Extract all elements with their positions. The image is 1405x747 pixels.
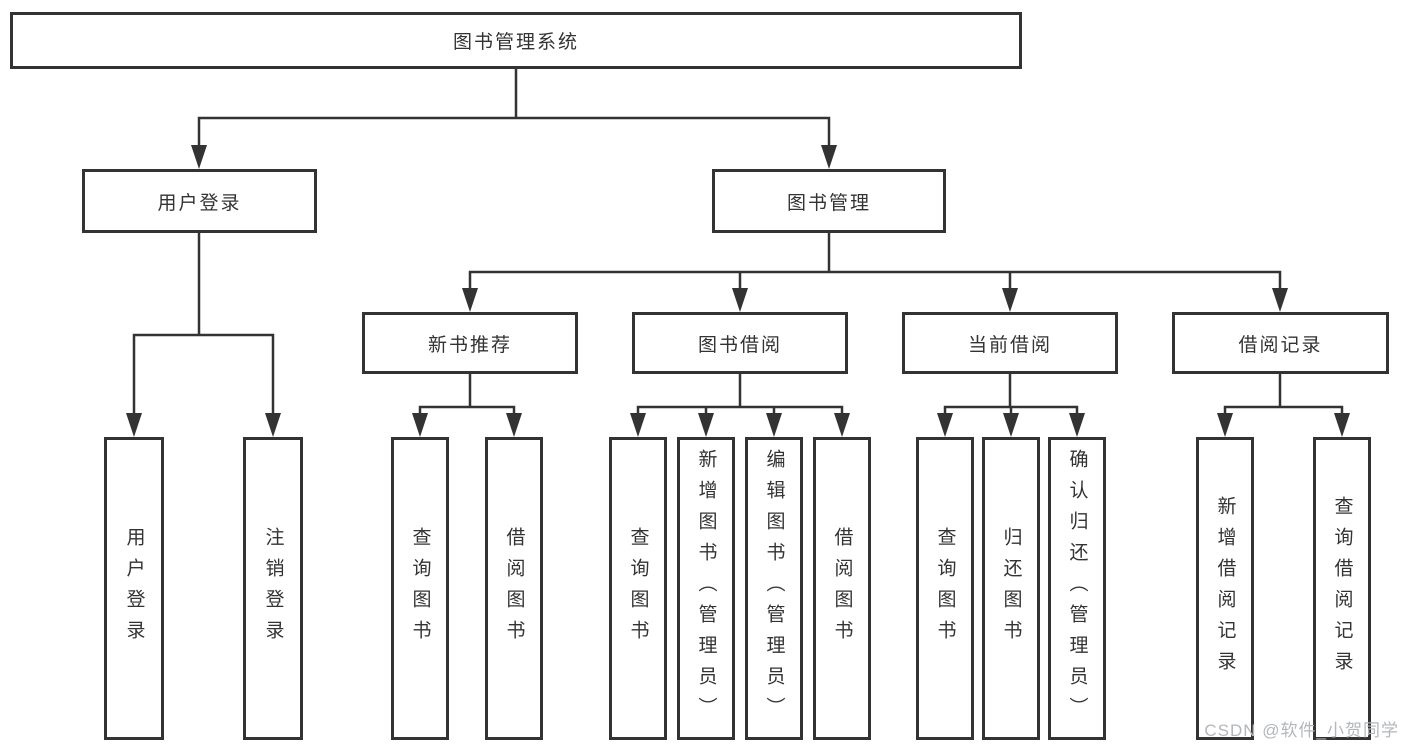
node-label: 新书推荐: [427, 334, 512, 356]
node-label: 确认归还（管理员）: [1066, 449, 1088, 728]
leaf-confirm-return-admin: 确认归还（管理员）: [1048, 437, 1106, 740]
leaf-borrow-books: 借阅图书: [813, 437, 871, 740]
leaf-query-books-borrow: 查询图书: [609, 437, 667, 740]
leaf-query-books-current: 查询图书: [916, 437, 974, 740]
csdn-watermark: CSDN @软件_小贺同学: [1204, 721, 1399, 740]
node-label: 借阅图书: [503, 526, 525, 651]
node-label: 查询图书: [627, 526, 649, 651]
leaf-add-borrow-record: 新增借阅记录: [1196, 437, 1254, 740]
node-label: 查询借阅记录: [1331, 495, 1353, 682]
node-label: 注销登录: [262, 526, 284, 651]
node-label: 归还图书: [1000, 526, 1022, 651]
node-borrow-records: 借阅记录: [1172, 312, 1389, 374]
leaf-logout: 注销登录: [243, 437, 303, 740]
node-label: 借阅记录: [1238, 334, 1323, 356]
node-book-borrow: 图书借阅: [632, 312, 848, 374]
node-label: 查询图书: [409, 526, 431, 651]
leaf-borrow-books-recommend: 借阅图书: [485, 437, 543, 740]
node-label: 查询图书: [934, 526, 956, 651]
node-new-book-recommend: 新书推荐: [362, 312, 578, 374]
node-label: 当前借阅: [967, 334, 1052, 356]
node-user-login: 用户登录: [82, 169, 317, 233]
leaf-return-books: 归还图书: [982, 437, 1040, 740]
node-label: 图书管理: [786, 192, 871, 214]
node-label: 编辑图书（管理员）: [763, 449, 785, 728]
node-label: 图书管理系统: [452, 32, 579, 53]
node-book-management: 图书管理: [712, 169, 946, 233]
node-label: 新增借阅记录: [1214, 495, 1236, 682]
leaf-query-books-recommend: 查询图书: [391, 437, 449, 740]
node-label: 用户登录: [123, 526, 145, 651]
leaf-add-books-admin: 新增图书（管理员）: [677, 437, 735, 740]
node-library-system: 图书管理系统: [10, 12, 1022, 69]
leaf-user-login: 用户登录: [104, 437, 164, 740]
node-current-borrow: 当前借阅: [902, 312, 1118, 374]
node-label: 借阅图书: [831, 526, 853, 651]
leaf-edit-books-admin: 编辑图书（管理员）: [745, 437, 803, 740]
leaf-query-borrow-record: 查询借阅记录: [1313, 437, 1371, 740]
node-label: 用户登录: [157, 192, 242, 214]
node-label: 图书借阅: [697, 334, 782, 356]
node-label: 新增图书（管理员）: [695, 449, 717, 728]
